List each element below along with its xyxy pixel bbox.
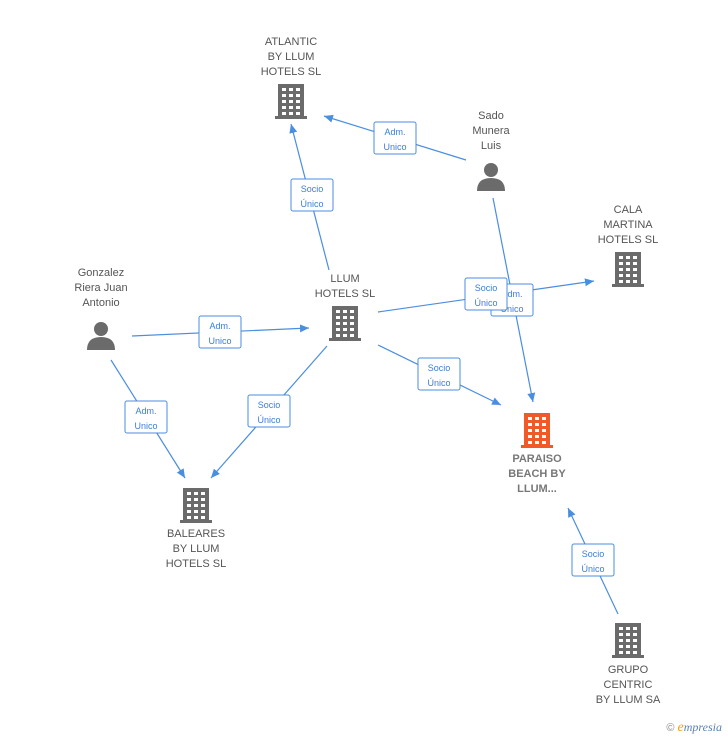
copyright-symbol: ©: [666, 722, 675, 734]
node-label-line: CALA: [614, 204, 643, 216]
edge-label-line: Unico: [134, 421, 157, 431]
building-icon: [612, 252, 644, 287]
node-llum[interactable]: LLUM HOTELS SL: [315, 273, 376, 341]
edge-label-line: Único: [581, 564, 604, 574]
node-label-line: LLUM: [330, 273, 359, 285]
edge-label-line: Unico: [208, 336, 231, 346]
building-icon: [180, 488, 212, 523]
node-label-line: BALEARES: [167, 528, 225, 540]
edge-label-line: Socio: [428, 363, 451, 373]
node-label-line: CENTRIC: [604, 679, 653, 691]
edge-label-line: Único: [300, 199, 323, 209]
edge-label-line: Unico: [500, 304, 523, 314]
edge-label-sado-to-atlantic[interactable]: Adm. Unico: [373, 121, 417, 155]
node-baleares[interactable]: BALEARES BY LLUM HOTELS SL: [166, 488, 227, 570]
edge-label-line: Unico: [383, 142, 406, 152]
edge-label-line: Único: [474, 298, 497, 308]
building-icon: [521, 413, 553, 448]
edge-label-line: Adm.: [209, 321, 230, 331]
node-label-line: BY LLUM: [173, 543, 220, 555]
node-paraiso[interactable]: PARAISO BEACH BY LLUM...: [508, 413, 566, 495]
building-icon: [275, 84, 307, 119]
edge-label-line: Adm.: [501, 289, 522, 299]
node-grupo[interactable]: GRUPO CENTRIC BY LLUM SA: [596, 623, 661, 706]
edge-label-gonzalez-to-llum[interactable]: Adm. Unico: [198, 315, 242, 349]
node-label-line: ATLANTIC: [265, 36, 317, 48]
edge-label-line: Socio: [258, 400, 281, 410]
person-icon: [477, 163, 505, 191]
node-label-line: HOTELS SL: [166, 558, 227, 570]
node-label-line: Sado: [478, 110, 504, 122]
brand-name: mpresia: [683, 720, 722, 734]
brand-initial: e: [677, 720, 684, 735]
node-label-line: Gonzalez: [78, 267, 124, 279]
node-label-line: HOTELS SL: [261, 66, 322, 78]
edge-label-line: Adm.: [135, 406, 156, 416]
person-icon: [87, 322, 115, 350]
building-icon: [329, 306, 361, 341]
node-label-line: GRUPO: [608, 664, 649, 676]
edge-label-line: Socio: [301, 184, 324, 194]
node-label-line: PARAISO: [512, 453, 562, 465]
node-label-line: Riera Juan: [74, 282, 127, 294]
node-label-line: Antonio: [82, 297, 119, 309]
node-atlantic[interactable]: ATLANTIC BY LLUM HOTELS SL: [261, 36, 322, 119]
node-label-line: BY LLUM SA: [596, 694, 661, 706]
node-label-line: HOTELS SL: [598, 234, 659, 246]
empresia-watermark: © empresia: [666, 720, 722, 736]
node-label-line: Munera: [472, 125, 510, 137]
node-label-line: BY LLUM: [268, 51, 315, 63]
edge-label-line: Único: [427, 378, 450, 388]
node-cala[interactable]: CALA MARTINA HOTELS SL: [598, 204, 659, 287]
edge-label-line: Único: [257, 415, 280, 425]
node-label-line: HOTELS SL: [315, 288, 376, 300]
node-label-line: MARTINA: [603, 219, 653, 231]
edge-label-line: Socio: [475, 283, 498, 293]
edge-label-line: Adm.: [384, 127, 405, 137]
edge-label-gonzalez-to-baleares[interactable]: Adm. Unico: [124, 400, 168, 434]
node-label-line: BEACH BY: [508, 468, 566, 480]
building-icon: [612, 623, 644, 658]
node-label-line: LLUM...: [517, 483, 557, 495]
edge-label-line: Socio: [582, 549, 605, 559]
node-label-line: Luis: [481, 140, 502, 152]
